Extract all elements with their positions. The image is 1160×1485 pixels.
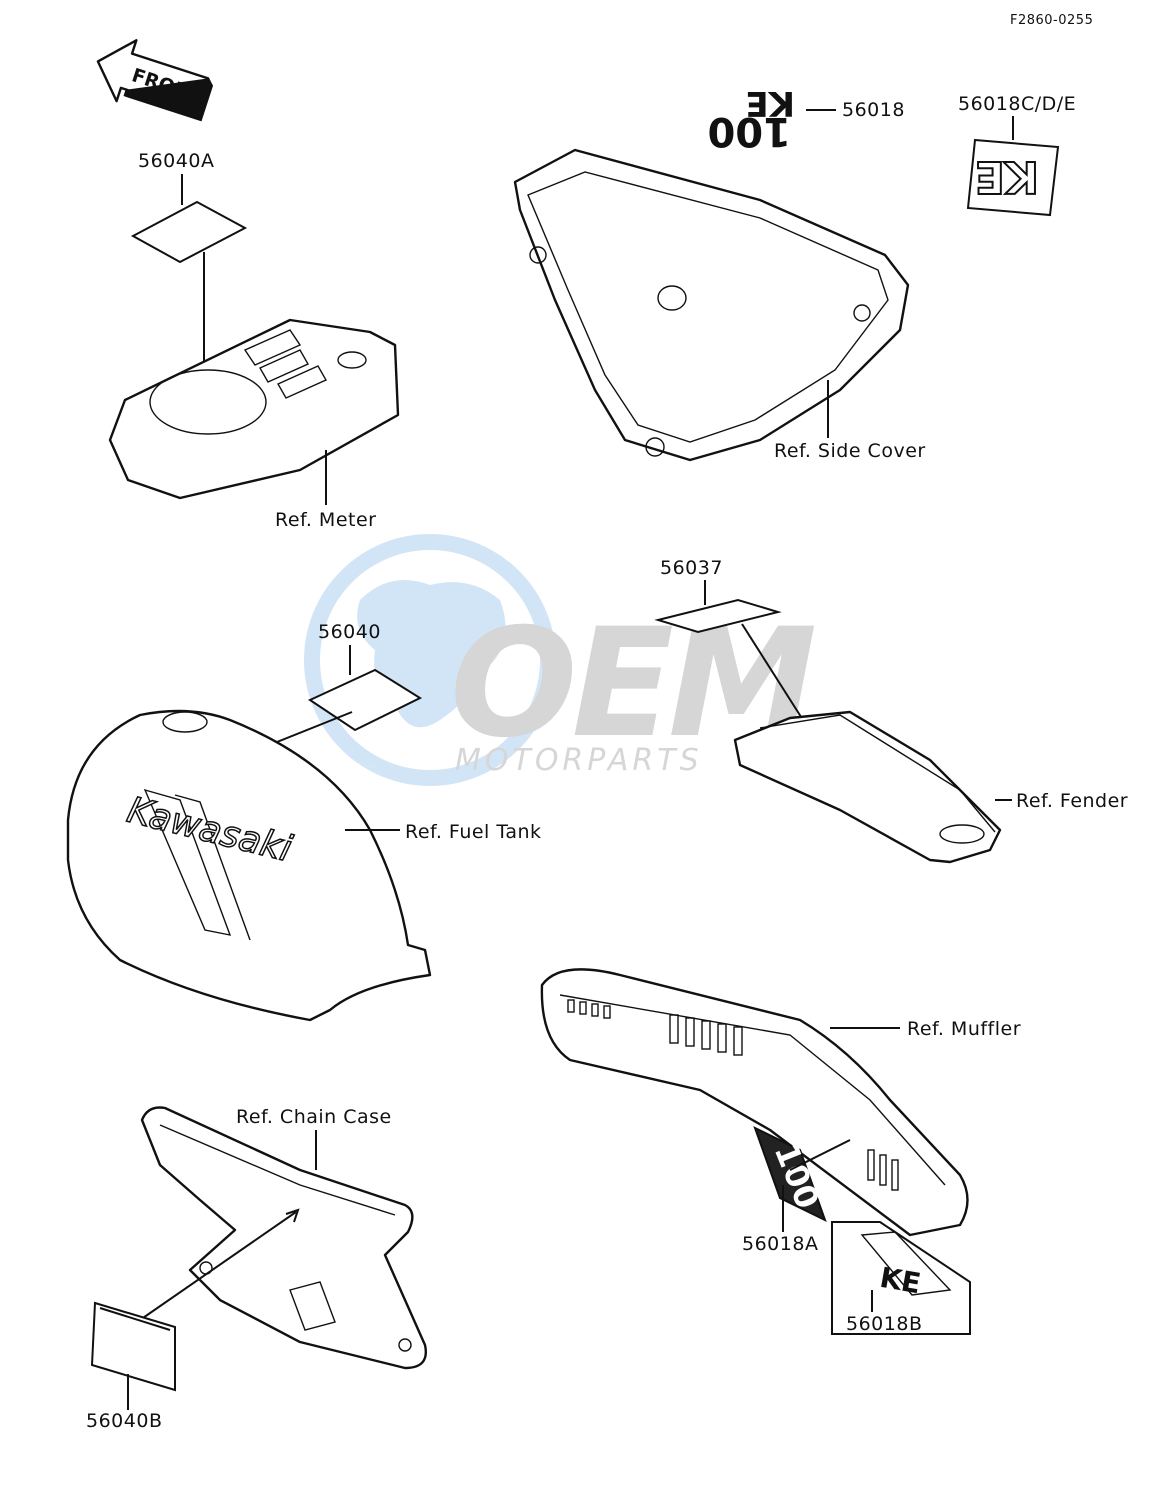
part-label-56040: 56040	[318, 621, 381, 643]
fuel-tank-section: 56040 Kawasaki Ref. Fuel Tank	[66, 621, 542, 1022]
side-cover-section: KE 100 56018 56018C/D/E KE Ref. Side Cov…	[513, 83, 1076, 462]
part-label-56018B: 56018B	[846, 1313, 922, 1335]
rear-fender	[733, 710, 1002, 864]
part-label-56040A: 56040A	[138, 150, 214, 172]
chain-case-section: Ref. Chain Case 56040B	[86, 1106, 427, 1432]
decal-56018B-text: KE	[877, 1261, 923, 1301]
ref-label-meter: Ref. Meter	[275, 509, 376, 531]
decal-56018-text-ke: KE	[745, 83, 795, 123]
decal-56040B	[90, 1301, 176, 1392]
part-label-56037: 56037	[660, 557, 723, 579]
muffler-vents	[567, 999, 899, 1191]
fender-section: 56037 Ref. Fender	[654, 557, 1128, 864]
muffler-section: Ref. Muffler 100 56018A KE 56018B	[540, 968, 1021, 1335]
chain-case	[140, 1106, 427, 1370]
decal-56040A	[130, 200, 248, 264]
side-cover	[513, 148, 910, 462]
part-label-56040B: 56040B	[86, 1410, 162, 1432]
meter-section: 56040A Ref. Meter	[108, 150, 400, 531]
decal-56018C-D-E	[966, 138, 1060, 217]
watermark-tagline: MOTORPARTS	[455, 743, 703, 778]
part-label-56018A: 56018A	[742, 1233, 818, 1255]
ref-label-fuel-tank: Ref. Fuel Tank	[405, 821, 542, 843]
part-label-56018: 56018	[842, 99, 905, 121]
fuel-tank-cap	[162, 711, 208, 733]
decal-56040	[307, 668, 423, 732]
muffler-guard	[540, 968, 969, 1237]
decal-56018B	[831, 1221, 971, 1335]
watermark-globe	[304, 534, 556, 786]
meter-gauge-face	[149, 369, 267, 435]
ref-label-muffler: Ref. Muffler	[907, 1018, 1021, 1040]
ref-label-chain-case: Ref. Chain Case	[236, 1106, 392, 1128]
front-arrow: FRONT	[96, 39, 214, 122]
decal-56018A	[753, 1126, 827, 1222]
decal-56037	[654, 598, 782, 634]
ref-label-fender: Ref. Fender	[1016, 790, 1128, 812]
part-label-56018C-D-E: 56018C/D/E	[958, 93, 1076, 115]
ref-label-side-cover: Ref. Side Cover	[774, 440, 926, 462]
diagram-code: F2860-0255	[1010, 13, 1093, 28]
fuel-tank	[66, 709, 432, 1022]
side-cover-hole	[657, 285, 687, 311]
decal-56018-text-100: 100	[708, 108, 792, 154]
decal-56018C-D-E-text: KE	[975, 151, 1039, 202]
